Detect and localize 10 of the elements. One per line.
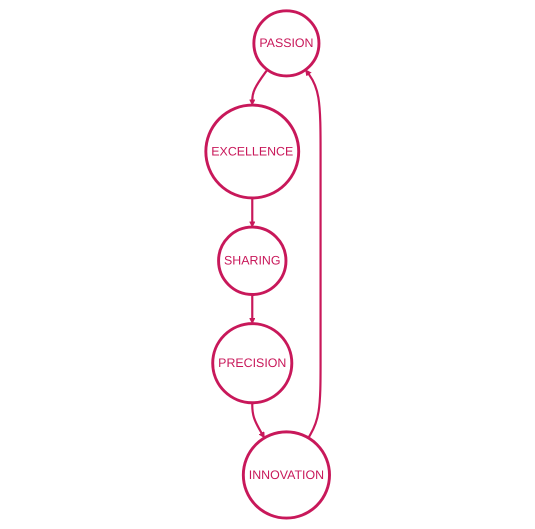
arrow — [248, 294, 256, 324]
node-circle: INNOVATION — [242, 430, 331, 520]
node-circle: PASSION — [252, 9, 320, 78]
node-circle: SHARING — [216, 226, 288, 296]
arrow — [248, 69, 268, 106]
arrow — [251, 402, 265, 438]
arrow — [248, 198, 256, 228]
arrow — [305, 70, 322, 438]
node-circle: EXCELLENCE — [204, 104, 300, 200]
node-circle: PRECISION — [211, 322, 294, 404]
